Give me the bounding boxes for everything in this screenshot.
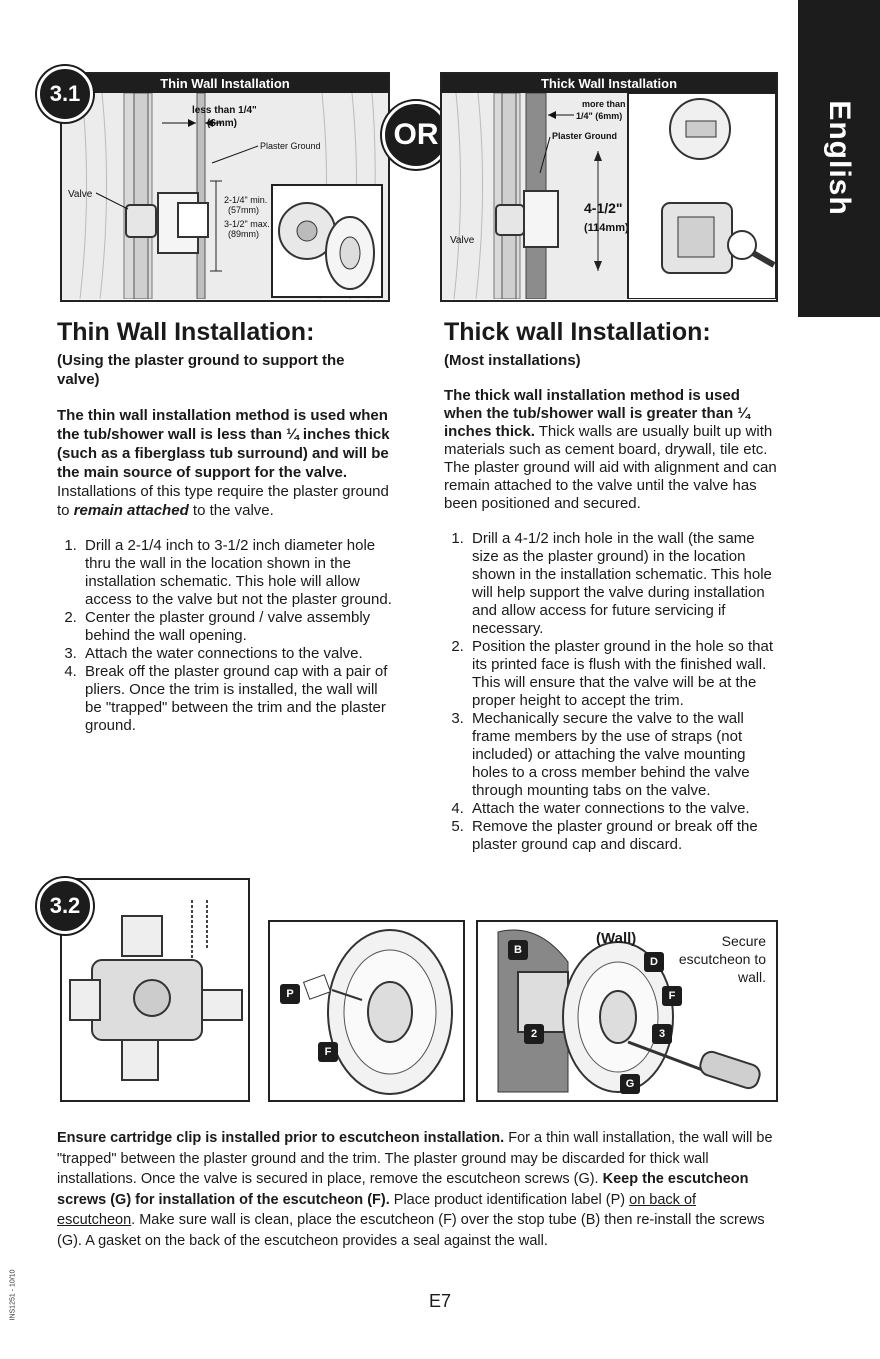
label-3: 3 — [652, 1024, 672, 1044]
thick-step-2: Position the plaster ground in the hole … — [468, 638, 782, 710]
thick-wall-intro-normal: Thick walls are usually built up with ma… — [444, 423, 777, 512]
thin-wall-figure-header: Thin Wall Installation — [62, 74, 388, 93]
wall-label: (Wall) — [596, 930, 637, 947]
lbl-valve: Valve — [68, 189, 93, 200]
lbl-quarter: 1/4" (6mm) — [576, 111, 622, 121]
label-2: 2 — [524, 1024, 544, 1044]
thick-step-5: Remove the plaster ground or break off t… — [468, 818, 782, 854]
thin-wall-intro-bold: The thin wall installation method is use… — [57, 407, 390, 481]
thin-wall-steps: Drill a 2-1/4 inch to 3-1/2 inch diamete… — [57, 537, 397, 735]
lbl-max-mm: (89mm) — [228, 229, 259, 239]
lbl-valve-thick: Valve — [450, 235, 475, 246]
bottom-p2-tail: . Make sure wall is clean, place the esc… — [57, 1212, 765, 1249]
escutcheon-instructions: Ensure cartridge clip is installed prior… — [57, 1128, 777, 1251]
thin-step-4: Break off the plaster ground cap with a … — [81, 663, 397, 735]
thin-wall-subtitle: (Using the plaster ground to support the… — [57, 352, 345, 388]
label-b: B — [508, 940, 528, 960]
bottom-p2-underline: on back of escutcheon — [57, 1191, 697, 1229]
lbl-min: 2-1/4" min. — [224, 195, 267, 205]
language-tab: English — [798, 0, 880, 317]
page-number: E7 — [428, 1291, 452, 1311]
secure-escutcheon-drawing — [497, 929, 761, 1093]
figure-3-1-badge: 3.1 — [37, 66, 93, 122]
thin-wall-illustration: 2-1/4" min. (57mm) 3-1/2" max. (89mm) le… — [62, 93, 388, 299]
lbl-less-than: less than 1/4" — [192, 105, 257, 116]
thick-step-3: Mechanically secure the valve to the wal… — [468, 710, 782, 800]
thin-step-3: Attach the water connections to the valv… — [81, 645, 397, 663]
thick-wall-intro: The thick wall installation method is us… — [444, 387, 782, 513]
thin-wall-figure: Thin Wall Installation 2-1/4" min. (57mm… — [60, 72, 390, 302]
thick-wall-illustration: 4-1/2" (114mm) more than 1/4" (6mm) Plas… — [442, 93, 776, 299]
thick-wall-title: Thick wall Installation: — [444, 318, 711, 346]
bottom-p2-normal: Place product identification label (P) — [389, 1191, 630, 1208]
bottom-p1-bold: Ensure cartridge clip is installed prior… — [57, 1130, 505, 1146]
thick-wall-subtitle: (Most installations) — [444, 352, 581, 369]
bottom-p2-bold: Keep the escutcheon screws (G) for insta… — [57, 1171, 749, 1208]
escutcheon-label-box: P F — [268, 920, 465, 1102]
language-tab-label: English — [823, 100, 856, 216]
lbl-dim: 4-1/2" — [584, 200, 623, 216]
thin-wall-title: Thin Wall Installation: — [57, 318, 315, 346]
label-p: P — [280, 984, 300, 1004]
thin-step-2: Center the plaster ground / valve assemb… — [81, 609, 397, 645]
lbl-plaster-ground: Plaster Ground — [260, 141, 321, 151]
lbl-6mm: (6mm) — [207, 118, 237, 129]
label-f: F — [318, 1042, 338, 1062]
thick-wall-figure: Thick Wall Installation 4-1/2" (114mm) m… — [440, 72, 778, 302]
secure-escutcheon-box: (Wall) Secure escutcheon to wall. B D F … — [476, 920, 778, 1102]
thick-step-4: Attach the water connections to the valv… — [468, 800, 782, 818]
side-document-code: INS1251 - 10/10 — [3, 1240, 23, 1350]
thick-wall-intro-bold: The thick wall installation method is us… — [444, 387, 750, 440]
label-d: D — [644, 952, 664, 972]
label-g: G — [620, 1074, 640, 1094]
label-f2: F — [662, 986, 682, 1006]
lbl-more-than: more than — [582, 99, 626, 109]
thick-wall-section: Thick wall Installation: (Most installat… — [444, 318, 782, 854]
secure-escutcheon-label: Secure escutcheon to wall. — [678, 933, 766, 985]
lbl-plaster-ground-thick: Plaster Ground — [552, 131, 617, 141]
thin-wall-intro-normal: Installations of this type require the p… — [57, 483, 389, 519]
thick-wall-figure-header: Thick Wall Installation — [442, 74, 776, 93]
figure-3-2-badge: 3.2 — [37, 878, 93, 934]
thick-step-1: Drill a 4-1/2 inch hole in the wall (the… — [468, 530, 782, 638]
thin-wall-intro-tail: to the valve. — [188, 502, 274, 519]
lbl-dim-mm: (114mm) — [584, 222, 629, 234]
or-badge: OR — [382, 101, 450, 169]
lbl-min-mm: (57mm) — [228, 205, 259, 215]
valve-illustration-box — [60, 878, 250, 1102]
thin-wall-intro-emph: remain attached — [73, 502, 189, 519]
escutcheon-drawing — [302, 929, 453, 1095]
thin-wall-section: Thin Wall Installation: (Using the plast… — [57, 318, 397, 735]
valve-drawing — [69, 900, 243, 1081]
side-document-code-text: INS1251 - 10/10 — [9, 1269, 17, 1321]
bottom-p1-normal: For a thin wall installation, the wall w… — [57, 1130, 773, 1187]
lbl-max: 3-1/2" max. — [224, 219, 270, 229]
thin-wall-intro: The thin wall installation method is use… — [57, 406, 397, 520]
thick-wall-steps: Drill a 4-1/2 inch hole in the wall (the… — [444, 530, 782, 854]
thin-step-1: Drill a 2-1/4 inch to 3-1/2 inch diamete… — [81, 537, 397, 609]
